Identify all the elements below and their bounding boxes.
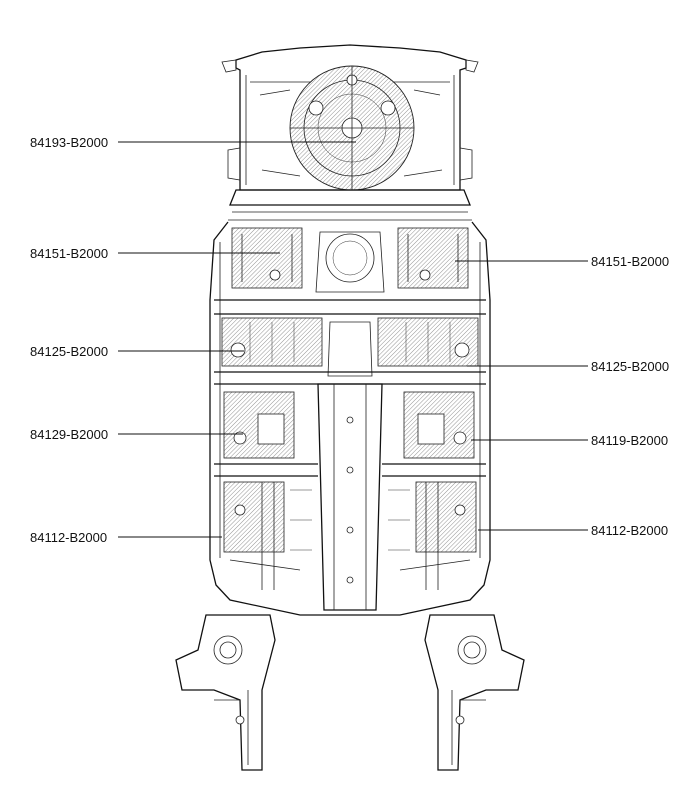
part-label-84125-left: 84125-B2000	[30, 344, 108, 359]
front-frame-rails	[175, 614, 525, 771]
part-label-84125-right: 84125-B2000	[591, 359, 669, 374]
part-label-84119: 84119-B2000	[591, 433, 668, 448]
part-label-84129: 84129-B2000	[30, 427, 108, 442]
part-label-84112-right: 84112-B2000	[591, 523, 668, 538]
part-label-84151-left: 84151-B2000	[30, 246, 108, 261]
vehicle-floor-outline	[175, 44, 525, 771]
part-label-84193: 84193-B2000	[30, 135, 108, 150]
leader-lines	[118, 141, 588, 538]
part-labels: 84193-B2000 84151-B2000 84125-B2000 8412…	[30, 135, 669, 545]
part-label-84112-left: 84112-B2000	[30, 530, 107, 545]
part-label-84151-right: 84151-B2000	[591, 254, 669, 269]
spare-wheel-well	[289, 65, 415, 191]
